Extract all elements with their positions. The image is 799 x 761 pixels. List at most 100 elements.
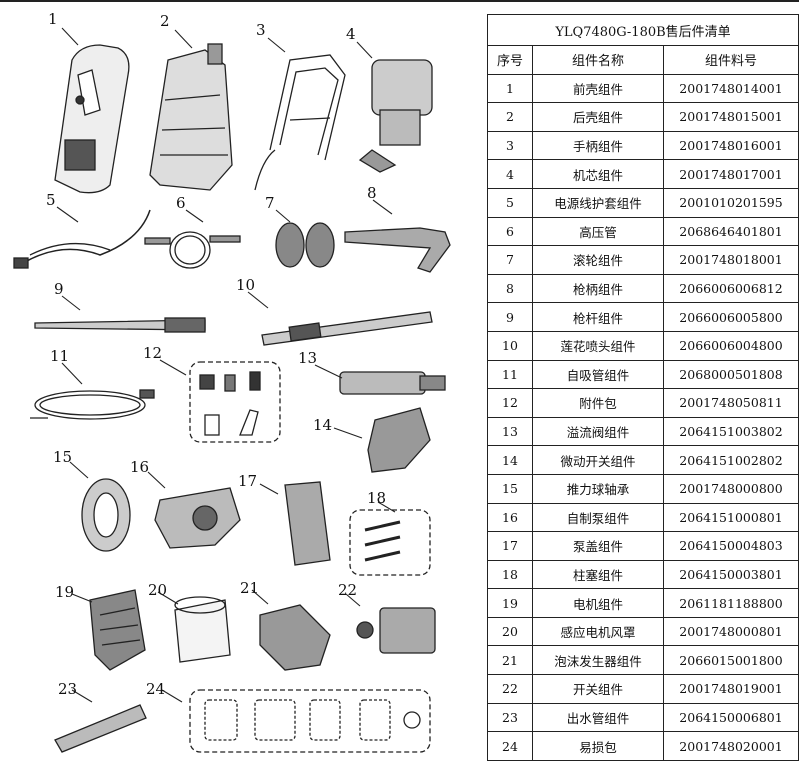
cell-code: 2064150003801	[663, 559, 799, 590]
cell-code: 2001748018001	[663, 245, 799, 275]
cell-no: 4	[487, 159, 533, 189]
cell-no: 7	[487, 245, 533, 275]
cell-code: 2068646401801	[663, 216, 799, 247]
part-wearing-parts-pack	[189, 689, 431, 753]
label-10: 10	[236, 276, 255, 294]
cell-no: 11	[487, 359, 533, 390]
exploded-parts-diagram: 1 2 3 4 5 6 7 8 9 10 11 12 13 14 15 16 1…	[13, 10, 451, 753]
top-border	[0, 0, 799, 2]
cell-code: 2001748000801	[663, 616, 799, 647]
label-15: 15	[53, 448, 72, 466]
part-switch	[356, 607, 436, 654]
cell-name: 机芯组件	[532, 159, 664, 189]
cell-code: 2001748014001	[663, 73, 799, 104]
part-motor-core	[358, 59, 433, 173]
part-power-cord	[13, 209, 151, 269]
part-foam-generator	[259, 604, 331, 671]
cell-no: 8	[487, 273, 533, 304]
cell-name: 易损包	[532, 731, 664, 761]
part-back-shell	[149, 43, 233, 191]
part-micro-switch	[367, 407, 431, 473]
cell-code: 2064151003802	[663, 416, 799, 447]
cell-no: 13	[487, 416, 533, 447]
cell-name: 自吸管组件	[532, 359, 664, 390]
table-header-row: 序号 组件名称 组件料号	[487, 45, 799, 75]
label-3: 3	[256, 21, 266, 39]
label-20: 20	[148, 581, 167, 599]
cell-no: 17	[487, 531, 533, 561]
cell-no: 23	[487, 702, 533, 733]
cell-code: 2001010201595	[663, 187, 799, 218]
label-5: 5	[46, 191, 56, 209]
cell-code: 2061181188800	[663, 588, 799, 618]
cell-name: 莲花喷头组件	[532, 330, 664, 361]
part-wheels	[275, 222, 335, 268]
cell-no: 12	[487, 388, 533, 418]
label-1: 1	[48, 10, 58, 28]
cell-name: 电源线护套组件	[532, 187, 664, 218]
cell-no: 21	[487, 645, 533, 676]
cell-name: 高压管	[532, 216, 664, 247]
cell-no: 6	[487, 216, 533, 247]
label-6: 6	[176, 194, 186, 212]
part-fan-cover	[174, 596, 231, 663]
cell-no: 10	[487, 330, 533, 361]
cell-code: 2066006006812	[663, 273, 799, 304]
label-18: 18	[367, 489, 386, 507]
label-23: 23	[58, 680, 77, 698]
cell-no: 3	[487, 130, 533, 161]
cell-name: 泵盖组件	[532, 531, 664, 561]
table-title-row: YLQ7480G-180B售后件清单	[487, 14, 799, 46]
cell-no: 24	[487, 731, 533, 761]
cell-name: 溢流阀组件	[532, 416, 664, 447]
cell-name: 滚轮组件	[532, 245, 664, 275]
label-16: 16	[130, 458, 149, 476]
cell-name: 手柄组件	[532, 130, 664, 161]
cell-code: 2001748015001	[663, 102, 799, 132]
cell-name: 感应电机风罩	[532, 616, 664, 647]
cell-code: 2064150006801	[663, 702, 799, 733]
cell-no: 9	[487, 302, 533, 332]
part-outlet-pipe	[54, 704, 147, 753]
part-suction-hose	[30, 389, 155, 420]
part-handle	[254, 54, 346, 191]
part-accessory-pack	[189, 361, 281, 443]
header-name: 组件名称	[532, 45, 664, 75]
header-no: 序号	[487, 45, 533, 75]
cell-no: 5	[487, 187, 533, 218]
cell-name: 出水管组件	[532, 702, 664, 733]
cell-name: 柱塞组件	[532, 559, 664, 590]
label-24: 24	[146, 680, 165, 698]
cell-name: 前壳组件	[532, 73, 664, 104]
part-overflow-valve	[339, 371, 446, 395]
cell-code: 2001748020001	[663, 731, 799, 761]
cell-name: 枪柄组件	[532, 273, 664, 304]
part-front-shell	[54, 44, 130, 194]
cell-name: 推力球轴承	[532, 473, 664, 504]
cell-name: 微动开关组件	[532, 445, 664, 475]
cell-code: 2001748019001	[663, 674, 799, 704]
cell-code: 2066015001800	[663, 645, 799, 676]
cell-name: 附件包	[532, 388, 664, 418]
cell-no: 15	[487, 473, 533, 504]
label-17: 17	[238, 472, 257, 490]
cell-name: 泡沫发生器组件	[532, 645, 664, 676]
label-19: 19	[55, 583, 74, 601]
part-motor	[89, 589, 146, 671]
label-8: 8	[367, 184, 377, 202]
label-22: 22	[338, 581, 357, 599]
